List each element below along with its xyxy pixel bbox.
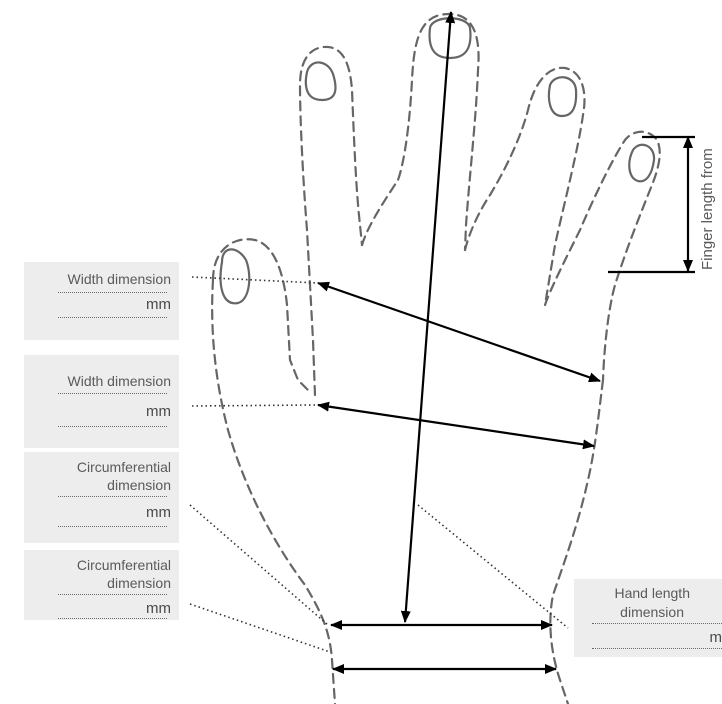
width-dimension-title: Width dimension — [67, 373, 172, 389]
little-finger-outline — [543, 130, 661, 382]
width-dimension-box-1: Width dimension mm — [24, 262, 179, 340]
width-arrow-1 — [317, 281, 601, 383]
width-dimension-value-line — [58, 426, 167, 427]
hand-left-edge — [211, 278, 337, 704]
thumb-nail — [219, 248, 251, 305]
hand-right-edge — [549, 378, 605, 704]
circumferential-dimension-title-line2: dimension — [107, 575, 171, 591]
hand-length-dimension-title-line2: dimension — [620, 604, 684, 620]
measurement-arrows — [317, 11, 695, 674]
little-nail — [628, 143, 656, 183]
ring-nail — [547, 76, 578, 118]
circumferential-dimension-title: Circumferential — [76, 459, 171, 475]
width-dimension-separator — [58, 393, 167, 394]
hand-length-dimension-unit: m — [709, 629, 722, 646]
circumferential-dimension-value-line — [58, 526, 167, 527]
hand-length-dimension-separator — [592, 623, 722, 624]
width-dimension-title: Width dimension — [67, 271, 172, 287]
circumferential-dimension-box-2: Circumferential dimension mm — [24, 550, 179, 620]
width-dimension-unit: mm — [146, 296, 171, 313]
circumferential-dimension-value-line — [58, 618, 167, 619]
thumb-outline — [211, 238, 313, 395]
circumferential-dimension-title-line2: dimension — [107, 477, 171, 493]
leader-width-1 — [191, 276, 319, 284]
hand-length-arrow — [400, 11, 456, 623]
fingernails — [219, 17, 656, 305]
circumferential-dimension-unit: mm — [146, 600, 171, 617]
middle-finger-outline — [360, 12, 480, 252]
width-dimension-unit: mm — [146, 403, 171, 420]
width-dimension-separator — [58, 292, 167, 293]
circumferential-dimension-unit: mm — [146, 504, 171, 521]
index-finger-outline — [298, 45, 364, 397]
circumferential-dimension-separator — [58, 496, 167, 497]
hand-length-dimension-value-line — [592, 648, 722, 649]
leader-circ-2 — [189, 603, 331, 653]
width-dimension-box-2: Width dimension mm — [24, 355, 179, 448]
leader-lines — [189, 276, 569, 653]
hand-outline — [211, 12, 661, 704]
ring-finger-outline — [463, 66, 586, 307]
width-dimension-value-line — [58, 317, 167, 318]
circumferential-dimension-box-1: Circumferential dimension mm — [24, 452, 179, 543]
circumferential-dimension-title: Circumferential — [76, 557, 171, 573]
width-arrow-2 — [317, 401, 595, 450]
hand-length-dimension-box: Hand length dimension m — [574, 579, 722, 657]
leader-width-2 — [191, 404, 317, 407]
index-nail — [304, 61, 337, 102]
leader-hand-length — [417, 504, 569, 629]
hand-length-dimension-title: Hand length — [614, 585, 690, 601]
leader-circ-1 — [189, 504, 329, 626]
circumferential-dimension-separator — [58, 594, 167, 595]
finger-length-label: Finger length from — [699, 148, 716, 270]
